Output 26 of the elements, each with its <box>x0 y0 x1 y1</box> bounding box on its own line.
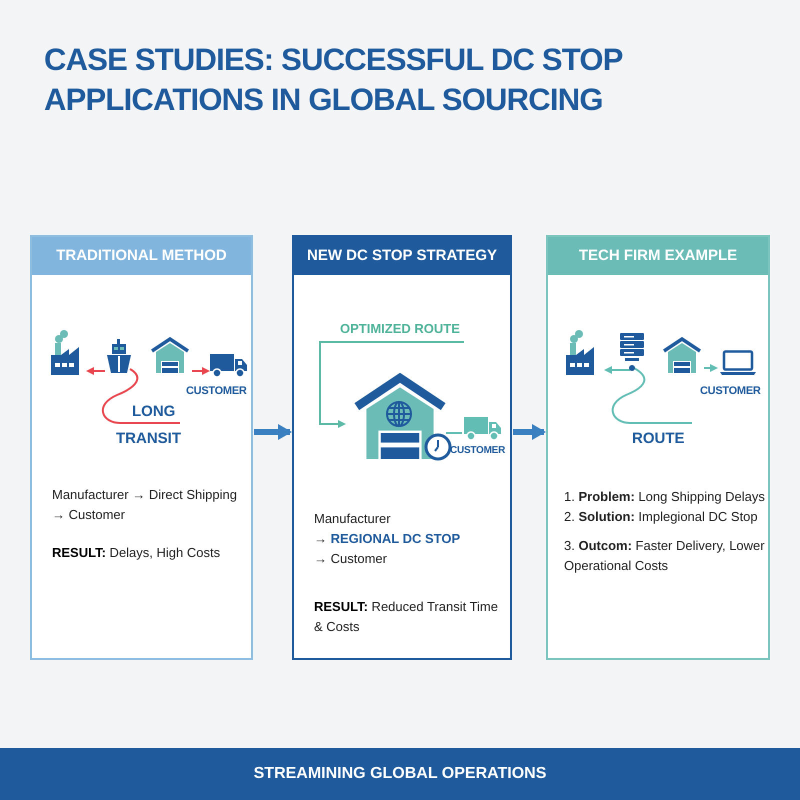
footer-banner: STREAMINING GLOBAL OPERATIONS <box>0 748 800 800</box>
icon-label: CUSTOMER <box>186 384 248 399</box>
title: CASE STUDIES: SUCCESSFUL DC STOP APPLICATIONS IN GLOBAL SOURCING <box>44 41 624 119</box>
list-item: 1. Problem: Long Shipping Delays <box>564 488 766 506</box>
panel-header: TRADITIONAL METHOD <box>32 237 251 275</box>
flow-step: Manufacturer <box>314 509 504 529</box>
arrow <box>254 424 292 440</box>
case-panel <box>292 235 512 660</box>
flow-step: → Customer <box>314 549 504 569</box>
case-panel <box>30 235 253 660</box>
route-label: TRANSIT <box>116 429 182 449</box>
icon-label: CUSTOMER <box>700 384 762 399</box>
panel-header: NEW DC STOP STRATEGY <box>294 237 510 275</box>
panel-header: TECH FIRM EXAMPLE <box>548 237 768 275</box>
flow-step: → REGIONAL DC STOP <box>314 529 504 549</box>
route-label: LONG <box>132 402 176 422</box>
flow-description: Manufacturer → Direct Shipping → Customer <box>52 486 238 524</box>
route-label: ROUTE <box>632 429 686 449</box>
list-item: 2. Solution: Implegional DC Stop <box>564 508 759 526</box>
icon-label: CUSTOMER <box>450 444 504 458</box>
list-item: 3. Outcom: Faster Delivery, Lower Operational Costs <box>564 537 766 575</box>
arrow <box>513 424 546 440</box>
case-panel <box>546 235 770 660</box>
result-text: RESULT: Reduced Transit Time & Costs <box>314 598 499 636</box>
route-label: OPTIMIZED ROUTE <box>340 320 461 338</box>
result-text: RESULT: Delays, High Costs <box>52 544 222 562</box>
